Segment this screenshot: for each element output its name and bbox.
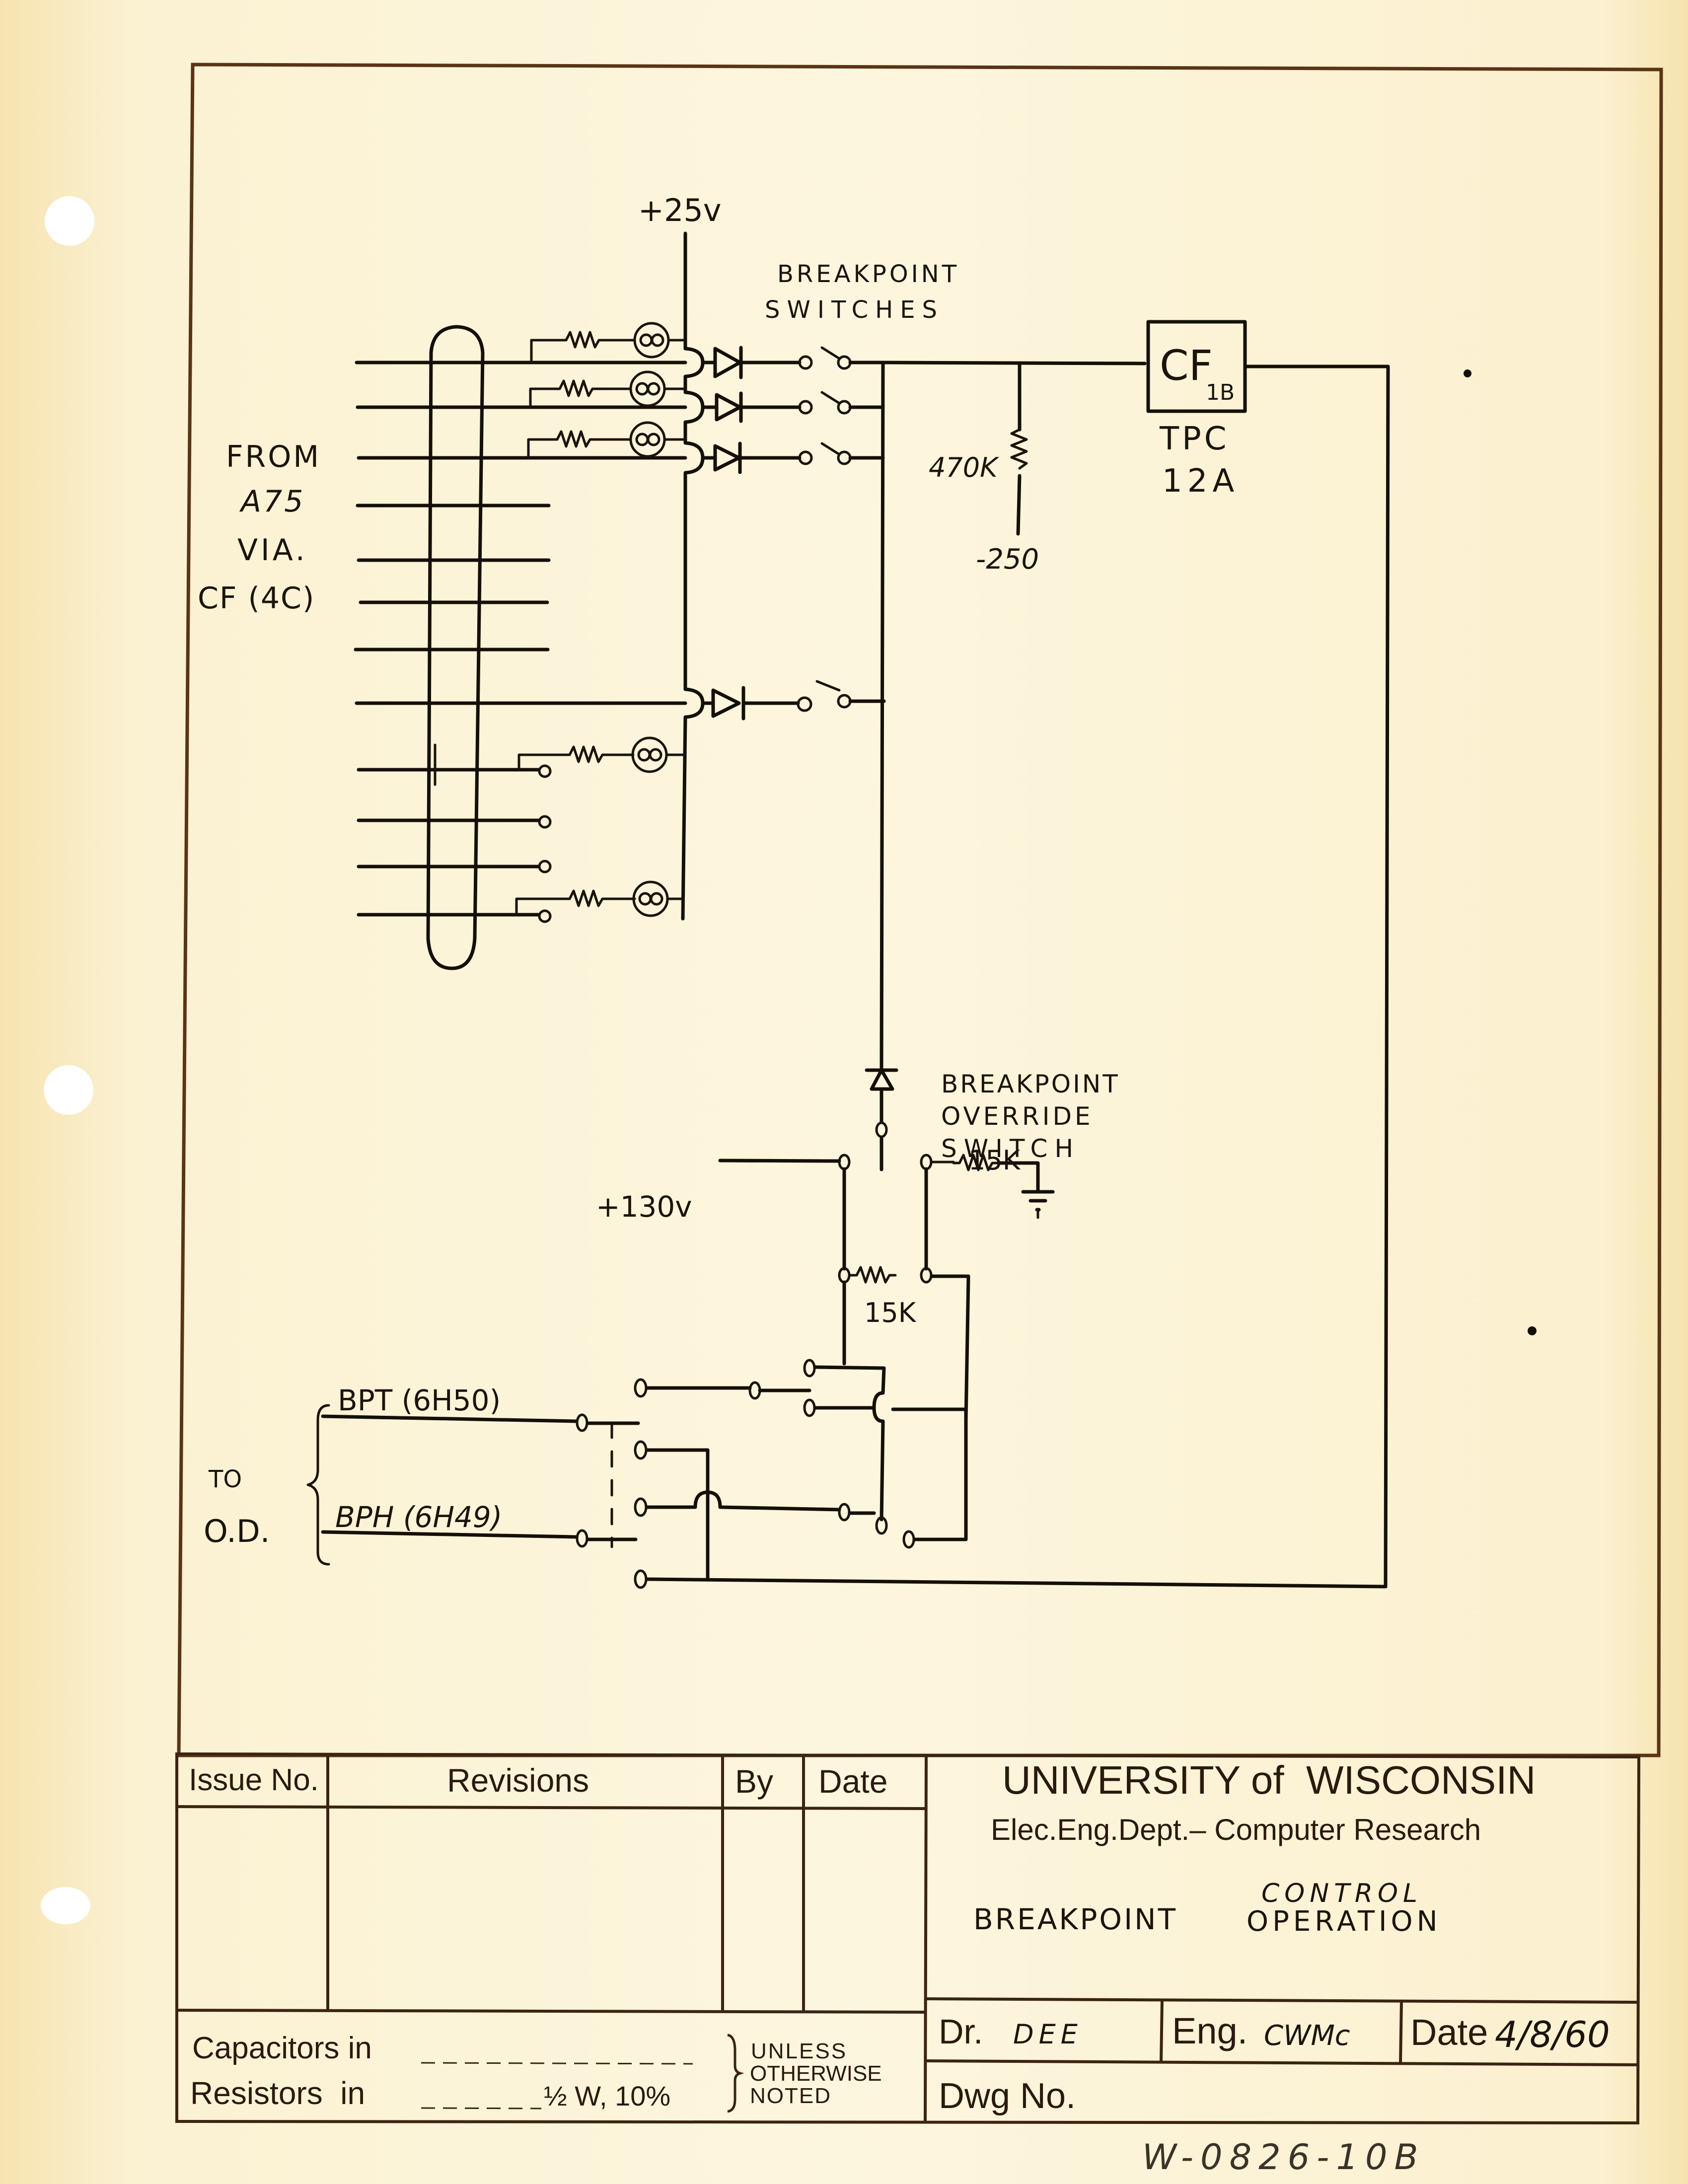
header-issue-no: Issue No.: [189, 1763, 319, 1797]
lower-terminals: [538, 764, 552, 923]
resistor-spec: ½ W, 10%: [544, 2080, 670, 2111]
unless-note-line2: OTHERWISE: [750, 2061, 882, 2086]
header-date: Date: [818, 1763, 887, 1800]
drawing-number-label: Dwg No.: [939, 2076, 1076, 2116]
indicator-lamp-branch-2: [529, 372, 687, 409]
resistor-15k-bottom-label: 15K: [864, 1297, 917, 1328]
tpc-label-line2: 12A: [1162, 463, 1239, 500]
unless-note-line3: NOTED: [750, 2084, 831, 2108]
date-value: 4/8/60: [1495, 2014, 1610, 2055]
drawn-by-label: Dr.: [939, 2012, 983, 2051]
supply-rail-25v: [681, 231, 705, 921]
cathode-follower-cf1b: [1146, 320, 1390, 1589]
tpc-label-line1: TPC: [1159, 421, 1229, 457]
breakpoint-switch-1: [701, 346, 883, 379]
ink-dot: [1528, 1326, 1537, 1335]
drawing-title-part2: OPERATION: [1247, 1905, 1442, 1938]
date-label: Date: [1410, 2012, 1488, 2053]
breakpoint-switch-3: [701, 441, 885, 474]
override-label-line3: SWITCH: [941, 1134, 1080, 1163]
source-label-line3: VIA.: [237, 533, 308, 568]
override-label-line2: OVERRIDE: [941, 1102, 1094, 1131]
punch-hole-bottom: [41, 1887, 90, 1924]
resistors-blank: [421, 2107, 542, 2110]
supply-130v-label: +130v: [596, 1190, 692, 1224]
output-transfer-switch: [306, 1359, 1388, 1589]
unless-brace: [727, 2034, 744, 2113]
resistor-470k-label: 470K: [929, 452, 999, 483]
source-label-line4: CF (4C): [198, 581, 315, 616]
supply-neg-250-label: -250: [976, 543, 1039, 576]
bpt-label: BPT (6H50): [338, 1383, 501, 1417]
cf-label: CF: [1160, 341, 1213, 390]
indicator-lamp-branch-4: [517, 738, 686, 772]
department-name: Elec.Eng.Dept.– Computer Research: [991, 1813, 1481, 1846]
capacitors-label: Capacitors in: [192, 2031, 372, 2065]
punch-hole-top: [45, 196, 94, 246]
engineer-value: CWMc: [1264, 2020, 1350, 2052]
override-switch-network: [718, 1154, 1055, 1422]
indicator-lamp-branch-1: [530, 323, 687, 364]
override-diode: [865, 1068, 898, 1171]
input-lines: [354, 361, 687, 917]
handwritten-drawing-id: W-0826-10B: [1142, 2137, 1425, 2178]
cf-subscript: 1B: [1206, 380, 1235, 405]
drawn-by-value: DEE: [1013, 2019, 1083, 2050]
unless-note-line1: UNLESS: [751, 2039, 847, 2063]
capacitors-blank: [421, 2062, 693, 2065]
breakpoint-switch-4: [701, 680, 886, 721]
sheet-border: [177, 63, 1663, 1757]
indicator-lamp-branch-5: [515, 882, 685, 916]
connector-bus: [426, 325, 485, 970]
title-insert-control: CONTROL: [1261, 1879, 1422, 1908]
supply-25v-label: +25v: [638, 192, 722, 228]
resistor-15k-top-label: 15K: [968, 1145, 1021, 1176]
header-revisions: Revisions: [447, 1762, 589, 1799]
ink-dot: [1464, 369, 1471, 377]
drawing-title-part1: BREAKPOINT: [973, 1902, 1177, 1936]
engineer-label: Eng.: [1172, 2010, 1248, 2051]
switch-common-bus: [880, 361, 1147, 1070]
to-od-label-line1: TO: [208, 1465, 242, 1493]
bph-label: BPH (6H49): [335, 1500, 502, 1534]
indicator-lamp-branch-3: [527, 423, 687, 459]
to-od-label-line2: O.D.: [204, 1513, 270, 1549]
source-label-line1: FROM: [226, 439, 321, 474]
title-block: [175, 1752, 1641, 2125]
breakpoint-switch-2: [701, 391, 885, 423]
punch-hole-middle: [44, 1065, 93, 1115]
header-by: By: [735, 1763, 773, 1800]
source-label-line2: A75: [239, 484, 305, 519]
breakpoint-switches-label-line2: SWITCHES: [765, 296, 944, 324]
override-label-line1: BREAKPOINT: [941, 1070, 1120, 1098]
resistors-label: Resistors in: [190, 2075, 365, 2111]
breakpoint-switches-label-line1: BREAKPOINT: [777, 260, 959, 288]
institution-name: UNIVERSITY of WISCONSIN: [1002, 1758, 1536, 1802]
